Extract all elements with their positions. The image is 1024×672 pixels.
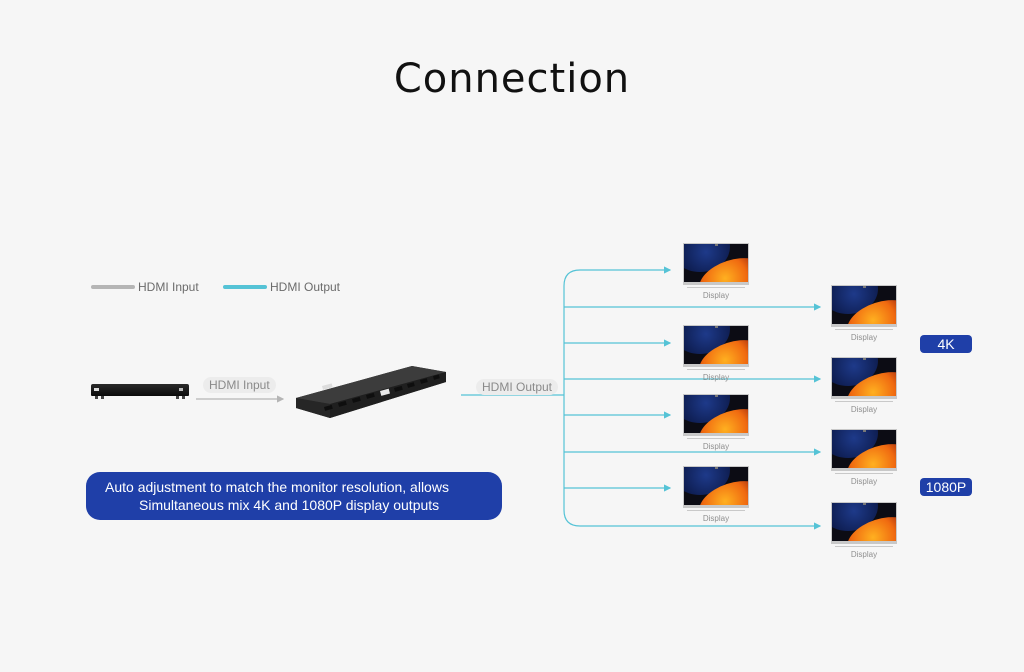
hdmi-input-label: HDMI Input <box>203 377 276 393</box>
display-right-4: Display <box>831 502 897 559</box>
display-label: Display <box>850 333 878 342</box>
display-label: Display <box>702 373 730 382</box>
blu-ray-player-image <box>91 384 189 404</box>
note-line-2: Simultaneous mix 4K and 1080P display ou… <box>139 497 440 513</box>
output-line-swatch <box>223 285 267 289</box>
tv-icon <box>831 429 897 471</box>
display-left-2: Display <box>683 325 749 382</box>
display-label: Display <box>702 442 730 451</box>
legend-label: HDMI Input <box>138 280 199 294</box>
display-label: Display <box>850 477 878 486</box>
tv-icon <box>683 394 749 436</box>
badge-4k: 4K <box>920 335 972 353</box>
output-bus <box>563 269 581 527</box>
tv-icon <box>831 502 897 544</box>
legend-item-input: HDMI Input <box>91 280 199 294</box>
display-label: Display <box>850 405 878 414</box>
display-label: Display <box>702 291 730 300</box>
display-left-1: Display <box>683 243 749 300</box>
display-right-1: Display <box>831 285 897 342</box>
legend-label: HDMI Output <box>270 280 341 294</box>
feature-note: Auto adjustment to match the monitor res… <box>86 472 502 520</box>
legend-item-output: HDMI Output <box>223 280 340 294</box>
display-right-2: Display <box>831 357 897 414</box>
tv-icon <box>683 325 749 367</box>
tv-icon <box>683 243 749 285</box>
input-line-swatch <box>91 285 135 289</box>
note-line-1: Auto adjustment to match the monitor res… <box>105 479 449 495</box>
tv-icon <box>831 357 897 399</box>
tv-icon <box>831 285 897 327</box>
badge-1080p: 1080P <box>920 478 972 496</box>
tv-icon <box>683 466 749 508</box>
hdmi-splitter-image <box>296 366 446 418</box>
display-left-4: Display <box>683 466 749 523</box>
display-label: Display <box>850 550 878 559</box>
page-title: Connection <box>393 56 631 102</box>
display-right-3: Display <box>831 429 897 486</box>
hdmi-output-label: HDMI Output <box>476 379 559 395</box>
display-left-3: Display <box>683 394 749 451</box>
display-label: Display <box>702 514 730 523</box>
